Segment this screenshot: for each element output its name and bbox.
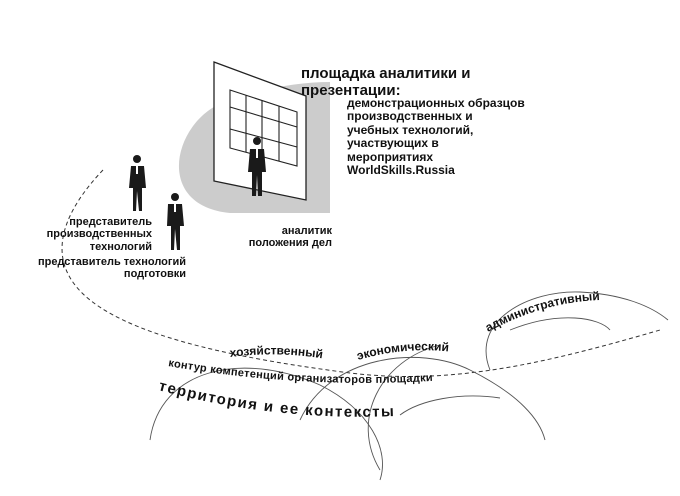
figure-training-rep <box>167 193 184 250</box>
board-grid <box>229 89 298 167</box>
context-label-business: хозяйственный <box>229 343 324 361</box>
context-label-administrative: административный <box>483 289 600 335</box>
platform-description: демонстрационных образцов производственн… <box>347 96 525 178</box>
figure-analyst <box>248 137 266 196</box>
contour-label: контур компетенций организаторов площадк… <box>168 357 434 386</box>
presentation-board <box>213 61 307 201</box>
analyst-label: аналитик положения дел <box>248 225 332 250</box>
industry-rep-label: представитель производственных технологи… <box>46 216 152 253</box>
figure-industry-rep <box>129 155 146 211</box>
context-curves <box>149 291 669 481</box>
platform-heading: площадка аналитики и презентации: <box>301 65 471 99</box>
training-rep-label: представитель технологий подготовки <box>37 256 186 281</box>
